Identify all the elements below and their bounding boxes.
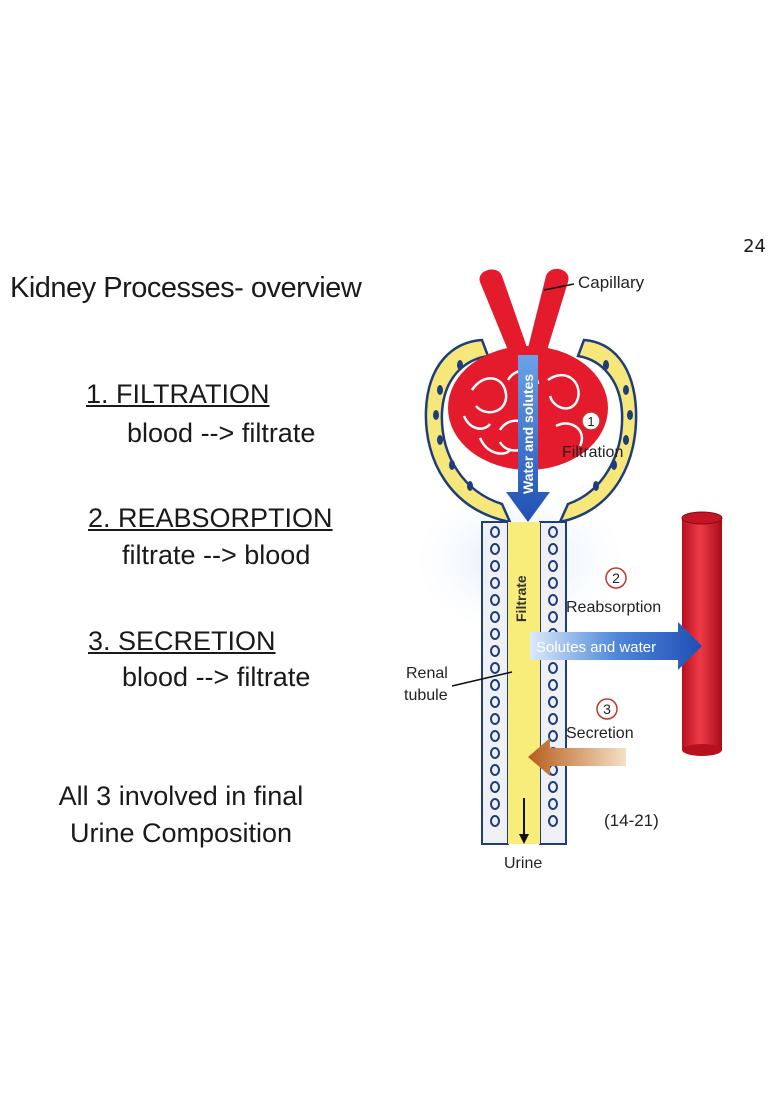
secretion-label: Secretion	[566, 725, 634, 742]
tubule-cell-nucleus	[490, 696, 500, 708]
tubule-cell-nucleus	[548, 798, 558, 810]
secretion-arrow	[528, 738, 626, 776]
water-solutes-arrow	[506, 355, 550, 522]
nephron-diagram: Water and solutes Filtrate Solutes and w…	[404, 268, 723, 872]
tubule-cell-nucleus	[490, 526, 500, 538]
reabsorption-number: 2	[612, 570, 620, 586]
step-reabsorption-description: filtrate --> blood	[122, 540, 311, 570]
tubule-cell-nucleus	[548, 696, 558, 708]
tubule-cell-nucleus	[490, 747, 500, 759]
tubule-cell-nucleus	[548, 662, 558, 674]
tubule-cell-nucleus	[490, 781, 500, 793]
tubule-cell-nucleus	[490, 713, 500, 725]
tubule-cell-nucleus	[548, 526, 558, 538]
afferent-arteriole	[479, 269, 530, 360]
step-filtration-description: blood --> filtrate	[127, 418, 316, 448]
tubule-cell-nucleus	[490, 679, 500, 691]
page-number: 24	[743, 236, 766, 257]
renal-tubule	[481, 521, 567, 845]
tubule-cell-nucleus	[490, 611, 500, 623]
tubule-cell-nucleus	[490, 560, 500, 572]
solutes-water-label: Solutes and water	[536, 639, 656, 656]
step-secretion-description: blood --> filtrate	[122, 662, 311, 692]
tubule-cell-nucleus	[490, 577, 500, 589]
tubule-cell-nucleus	[548, 543, 558, 555]
renal-tubule-label-line-1: Renal	[406, 665, 448, 682]
tubule-cell-nucleus	[548, 594, 558, 606]
tubule-cell-nucleus	[548, 560, 558, 572]
tubule-cell-nucleus	[490, 628, 500, 640]
tubule-cells	[490, 526, 558, 827]
slide-title: Kidney Processes- overview	[10, 272, 362, 304]
tubule-cell-nucleus	[490, 764, 500, 776]
capillary-pointer	[543, 283, 575, 291]
urine-arrow-head	[519, 834, 529, 844]
tubule-cell-nucleus	[548, 577, 558, 589]
capsule-cells	[433, 360, 633, 491]
conclusion-line-2: Urine Composition	[69, 818, 293, 848]
tubule-cell-nucleus	[548, 713, 558, 725]
reabsorption-arrow	[530, 622, 702, 670]
capsule-wall-right	[557, 338, 638, 524]
tubule-cell-nucleus	[548, 781, 558, 793]
efferent-arteriole	[526, 268, 569, 360]
tubule-cell-nucleus	[490, 730, 500, 742]
tubule-cell-nucleus	[490, 543, 500, 555]
tubule-cell-nucleus	[548, 679, 558, 691]
step-reabsorption-title: 2. REABSORPTION	[88, 503, 333, 533]
conclusion-text: All 3 involved in final Urine Compositio…	[0, 778, 362, 852]
filtration-number-marker	[581, 411, 601, 431]
renal-tubule-label-line-2: tubule	[404, 687, 448, 704]
conclusion-line-1: All 3 involved in final	[58, 781, 304, 811]
tubule-cell-nucleus	[490, 798, 500, 810]
tubule-cell-nucleus	[490, 645, 500, 657]
urine-label: Urine	[504, 855, 542, 872]
tubule-cell-nucleus	[490, 662, 500, 674]
secretion-number: 3	[603, 701, 611, 717]
water-solutes-label: Water and solutes	[520, 374, 536, 494]
tubule-cell-nucleus	[490, 815, 500, 827]
tubule-cell-nucleus	[548, 730, 558, 742]
figure-reference: (14-21)	[604, 811, 659, 830]
capsule-wall-left	[424, 338, 513, 524]
tubule-cell-nucleus	[548, 815, 558, 827]
renal-tubule-pointer	[451, 671, 513, 687]
filtrate-label: Filtrate	[513, 575, 529, 622]
reabsorption-label: Reabsorption	[566, 599, 661, 616]
secretion-number-marker	[596, 698, 618, 720]
filtration-number: 1	[587, 414, 594, 429]
capillary-label: Capillary	[578, 273, 645, 292]
filtration-label: Filtration	[562, 444, 623, 461]
tubule-cell-nucleus	[490, 594, 500, 606]
tubule-cell-nucleus	[548, 611, 558, 623]
reabsorption-number-marker	[605, 567, 627, 589]
step-secretion-title: 3. SECRETION	[88, 626, 276, 656]
step-filtration-title: 1. FILTRATION	[86, 379, 270, 409]
